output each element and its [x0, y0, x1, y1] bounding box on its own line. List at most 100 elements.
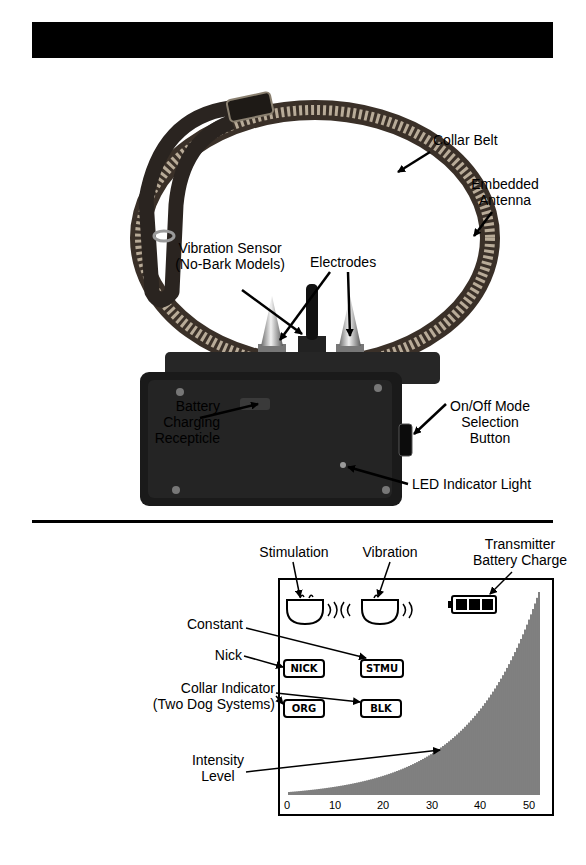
indicator-text: STMU: [366, 663, 398, 675]
intensity-bar: [335, 787, 336, 795]
intensity-bar: [405, 768, 406, 795]
intensity-bar: [319, 789, 320, 795]
intensity-bar: [305, 791, 306, 795]
callout-label: Nick: [190, 647, 242, 663]
intensity-bar: [359, 782, 360, 795]
intensity-bar: [349, 784, 350, 795]
intensity-bar: [343, 785, 344, 795]
intensity-bar: [373, 779, 374, 795]
intensity-bar: [387, 775, 388, 795]
intensity-bar: [367, 780, 368, 795]
callout-label: Embedded Antenna: [462, 176, 548, 208]
indicator-box: BLK: [360, 699, 402, 718]
intensity-bar: [293, 792, 294, 795]
intensity-bar: [357, 783, 358, 795]
intensity-bar: [453, 738, 454, 795]
intensity-bar: [459, 733, 460, 795]
intensity-bar: [317, 789, 318, 795]
intensity-bar: [461, 731, 462, 795]
intensity-bar: [381, 776, 382, 795]
intensity-bar: [415, 763, 416, 795]
intensity-bar: [395, 772, 396, 795]
axis-number: 10: [323, 799, 347, 811]
intensity-bar: [523, 634, 524, 795]
intensity-bar: [525, 630, 526, 795]
intensity-bar: [449, 741, 450, 795]
intensity-bar: [533, 609, 534, 795]
intensity-bar: [437, 750, 438, 795]
indicator-text: BLK: [370, 703, 392, 715]
intensity-bar: [491, 695, 492, 795]
intensity-bar: [473, 718, 474, 795]
callout-label: Vibration: [346, 544, 434, 560]
leader-lines: [244, 562, 512, 772]
intensity-bar: [427, 757, 428, 795]
intensity-bar: [501, 679, 502, 795]
intensity-bars: [289, 592, 539, 795]
intensity-bar: [431, 754, 432, 795]
intensity-bar: [417, 762, 418, 795]
intensity-bar: [447, 743, 448, 795]
intensity-bar: [445, 745, 446, 795]
intensity-bar: [351, 784, 352, 795]
axis-number: 20: [371, 799, 395, 811]
intensity-bar: [463, 729, 464, 795]
intensity-bar: [315, 789, 316, 795]
leader-lines: [200, 152, 492, 484]
intensity-bar: [291, 792, 292, 795]
intensity-bar: [469, 723, 470, 795]
intensity-bar: [401, 769, 402, 795]
intensity-bar: [355, 783, 356, 795]
intensity-bar: [537, 598, 538, 795]
intensity-bar: [517, 648, 518, 795]
axis-number: 30: [420, 799, 444, 811]
divider-rule: [32, 520, 553, 523]
callout-label: Intensity Level: [178, 752, 258, 784]
indicator-box: NICK: [283, 659, 325, 678]
intensity-bar: [341, 786, 342, 795]
callout-label: Battery Charging Recepticle: [120, 398, 220, 446]
intensity-bar: [527, 625, 528, 795]
axis-number: 40: [468, 799, 492, 811]
intensity-bar: [443, 746, 444, 795]
intensity-bar: [383, 776, 384, 795]
intensity-bar: [451, 740, 452, 795]
intensity-bar: [375, 778, 376, 795]
intensity-bar: [369, 780, 370, 795]
intensity-bar: [429, 755, 430, 795]
intensity-bar: [309, 790, 310, 795]
intensity-bar: [539, 592, 540, 795]
callout-label: Electrodes: [310, 254, 400, 270]
intensity-bar: [439, 749, 440, 795]
intensity-bar: [411, 765, 412, 795]
intensity-bar: [331, 787, 332, 795]
intensity-bar: [363, 781, 364, 795]
intensity-bar: [419, 761, 420, 795]
intensity-bar: [353, 783, 354, 795]
intensity-bar: [505, 672, 506, 795]
intensity-bar: [299, 791, 300, 795]
intensity-bar: [499, 682, 500, 795]
intensity-bar: [475, 716, 476, 795]
intensity-bar: [529, 620, 530, 795]
intensity-bar: [507, 668, 508, 795]
intensity-bar: [423, 759, 424, 795]
intensity-bar: [391, 773, 392, 795]
intensity-bar: [457, 734, 458, 795]
callout-label: On/Off Mode Selection Button: [440, 398, 540, 446]
intensity-bar: [333, 787, 334, 795]
intensity-bar: [327, 788, 328, 795]
intensity-bar: [379, 777, 380, 795]
intensity-bar: [365, 781, 366, 795]
intensity-bar: [495, 689, 496, 795]
intensity-bar: [295, 791, 296, 795]
intensity-bar: [301, 791, 302, 795]
intensity-bar: [425, 758, 426, 795]
intensity-bar: [493, 692, 494, 795]
indicator-box: STMU: [360, 659, 404, 678]
intensity-bar: [455, 736, 456, 795]
intensity-bar: [313, 790, 314, 795]
indicator-text: ORG: [292, 703, 316, 715]
intensity-bar: [311, 790, 312, 795]
callout-label: Constant: [180, 616, 250, 632]
